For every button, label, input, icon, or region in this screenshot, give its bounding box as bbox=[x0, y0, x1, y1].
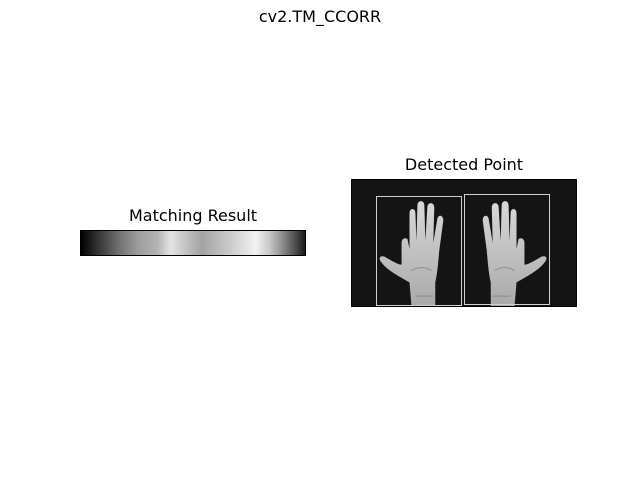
matching-result-heatmap bbox=[81, 231, 305, 255]
figure-suptitle: cv2.TM_CCORR bbox=[258, 7, 382, 26]
matching-result-axes bbox=[80, 230, 306, 256]
matching-result-title: Matching Result bbox=[128, 206, 258, 225]
detected-point-axes bbox=[351, 179, 577, 307]
detected-point-title: Detected Point bbox=[404, 155, 524, 174]
right-hand bbox=[482, 201, 547, 306]
detection-box-left bbox=[376, 196, 462, 306]
detection-box-right bbox=[464, 194, 550, 305]
left-hand bbox=[379, 201, 444, 306]
